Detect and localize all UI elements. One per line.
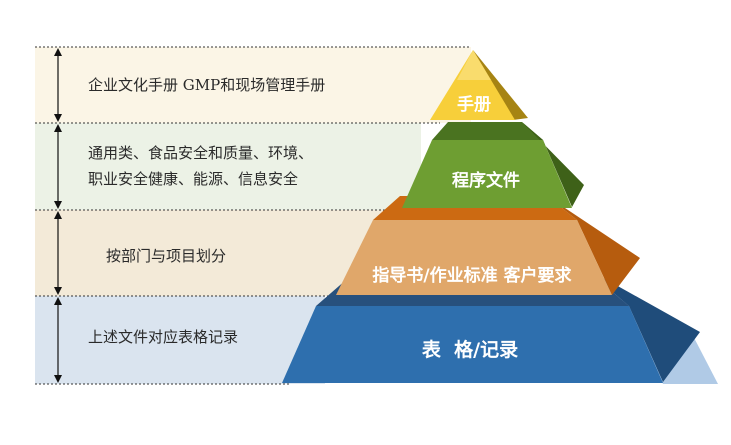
band-instructions [35,210,385,296]
arrow-records [54,297,62,383]
band-manual [35,47,471,123]
tier-instructions-label: 指导书/作业标准 客户要求 [372,265,571,286]
tier-instructions-front [336,220,612,295]
desc-manual: 企业文化手册 GMP和现场管理手册 [88,76,325,94]
desc-procedures-line-2: 职业安全健康、能源、信息安全 [88,170,298,188]
arrow-manual [54,48,62,122]
pyramid-tier-manual: 手册 [430,50,528,120]
arrow-procedures [54,124,62,209]
tier-instructions-side [547,196,640,295]
tier-records-front [282,306,663,383]
tier-procedures-side [522,122,584,207]
pyramid-tier-procedures: 程序文件 [402,122,584,208]
tier-procedures-label: 程序文件 [452,170,520,191]
band-procedures [35,123,421,210]
desc-instructions: 按部门与项目划分 [106,247,226,265]
desc-procedures-line-1: 通用类、食品安全和质量、环境、 [88,144,313,162]
tier-procedures-top [432,122,543,140]
tier-records-side [582,266,700,382]
tier-manual-highlight [457,50,491,80]
tier-manual-front [430,50,515,120]
tier-records-label: 表 格/记录 [422,338,518,361]
desc-records: 上述文件对应表格记录 [88,328,238,346]
tier-procedures-front [402,140,572,208]
tier-manual-label: 手册 [457,94,491,115]
band-records [35,296,325,384]
tier-manual-side [473,50,528,120]
arrow-instructions [54,211,62,295]
